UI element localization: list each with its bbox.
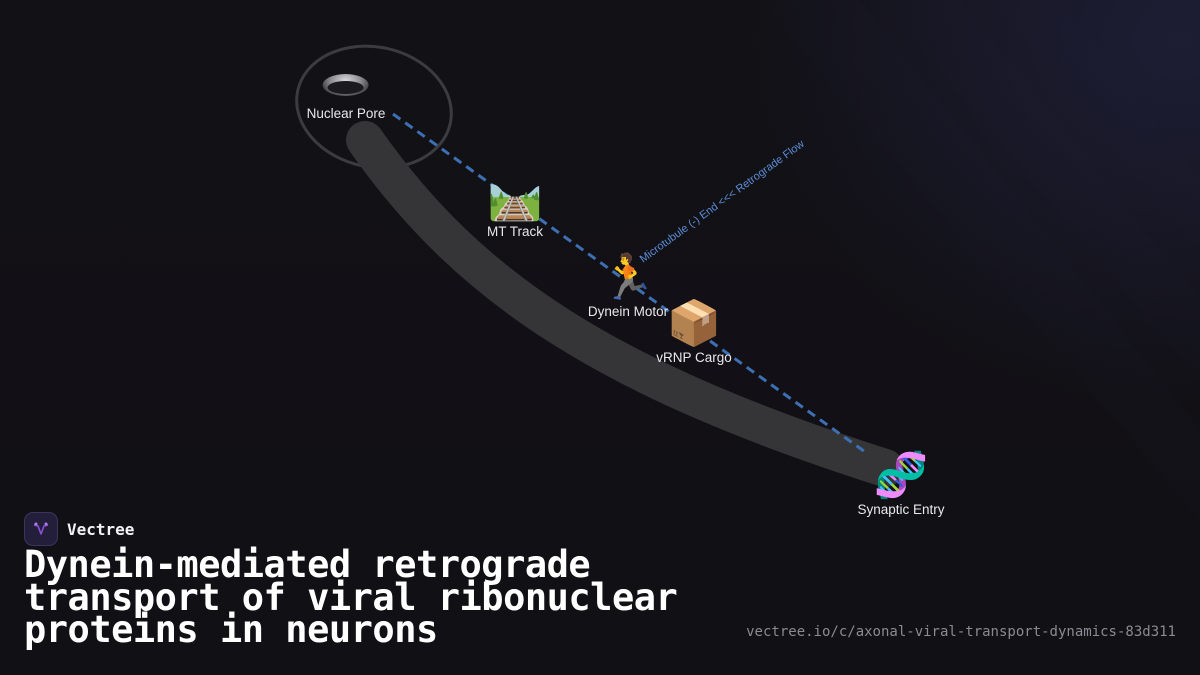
node-label: Synaptic Entry [857,502,945,517]
node-label: MT Track [486,224,544,239]
retrograde-flow-label: Microtubule (-) End <<< Retrograde Flow [638,138,807,265]
node-label: vRNP Cargo [656,350,732,365]
page-title: Dynein-mediated retrograde transport of … [24,543,678,651]
railway-track-icon: 🛤️ [487,173,543,222]
node-synaptic-entry: 🧬 Synaptic Entry [857,451,945,518]
node-label: Nuclear Pore [306,106,386,121]
node-nuclear-pore: Nuclear Pore [306,74,386,121]
dna-icon: 🧬 [873,451,929,500]
node-label: Dynein Motor [587,304,669,319]
node-vrnp-cargo: 📦 vRNP Cargo [656,299,732,366]
node-dynein-motor: 🏃 Dynein Motor [587,253,669,320]
brand: Vectree [24,512,134,546]
brand-name: Vectree [67,519,135,539]
retrograde-flow-line [392,112,869,456]
package-icon: 📦 [666,299,722,348]
nuclear-pore-icon [322,74,369,96]
axon-path [346,121,904,487]
node-mt-track: 🛤️ MT Track [486,173,544,240]
source-url[interactable]: vectree.io/c/axonal-viral-transport-dyna… [746,624,1176,640]
vectree-logo-icon [24,512,58,546]
running-person-icon: 🏃 [600,253,656,302]
